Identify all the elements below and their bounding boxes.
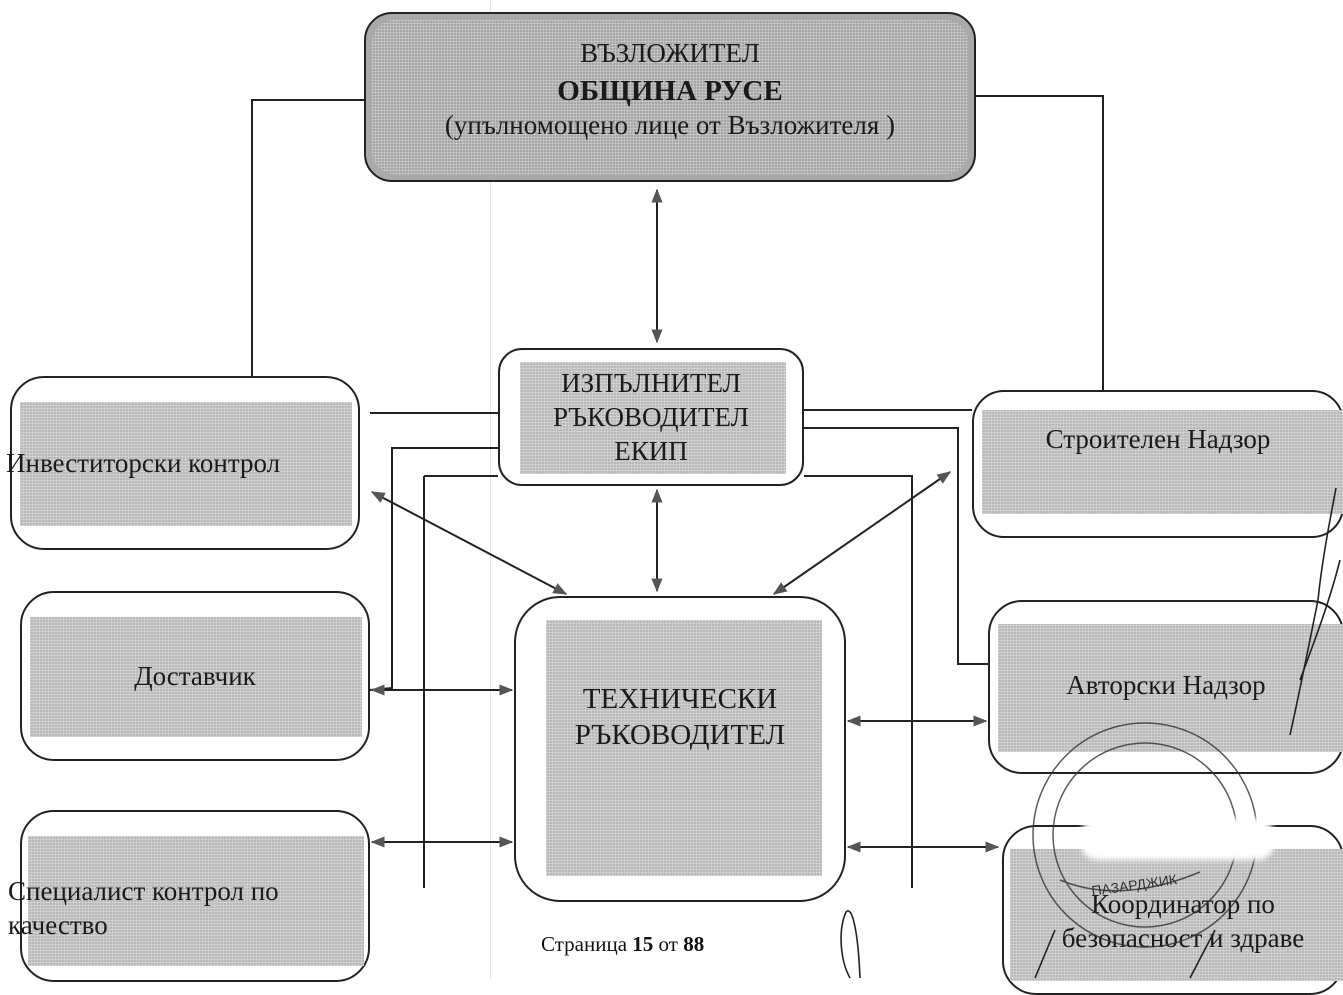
quality-specialist-line1: Специалист контрол по [8,876,279,906]
line-contractor-left-bracket [369,447,498,691]
employer-box: ВЪЗЛОЖИТЕЛ ОБЩИНА РУСЕ (упълномощено лиц… [364,12,976,182]
line-employer-to-investor [251,99,364,376]
footer-prefix: Страница [541,932,628,956]
construction-supervision-label: Строителен Надзор [1045,424,1271,454]
technical-manager-role: РЪКОВОДИТЕЛ [574,719,786,751]
contractor-box: ИЗПЪЛНИТЕЛ РЪКОВОДИТЕЛ ЕКИП [498,348,804,486]
line-right-vertical [804,475,913,888]
employer-title: ВЪЗЛОЖИТЕЛ [580,38,760,68]
construction-supervision-box: Строителен Надзор [972,390,1343,538]
employer-name: ОБЩИНА РУСЕ [557,75,783,107]
page-footer: Страница 15 от 88 [541,932,704,957]
footer-middle: от [658,932,678,956]
contractor-manager: РЪКОВОДИТЕЛ [553,402,749,432]
investor-control-label: Инвеститорски контрол [6,448,281,478]
page-fold-line [490,0,491,979]
contractor-title: ИЗПЪЛНИТЕЛ [561,368,741,398]
supplier-box: Доставчик [20,591,370,761]
footer-total-pages: 88 [683,932,705,956]
investor-control-box: Инвеститорски контрол [6,376,360,550]
arrow-construction-technical [772,471,952,595]
line-contractor-right-bracket [804,427,988,665]
line-employer-to-construction [976,95,1104,390]
author-supervision-label: Авторски Надзор [1066,670,1266,700]
technical-manager-box: ТЕХНИЧЕСКИ РЪКОВОДИТЕЛ [514,596,846,902]
employer-note: (упълномощено лице от Възложителя ) [444,110,896,140]
contractor-team: ЕКИП [614,436,688,466]
supplier-label: Доставчик [134,661,256,691]
footer-page-number: 15 [632,932,654,956]
quality-specialist-box: Специалист контрол по качество [8,810,370,982]
redacted-area [1080,818,1275,860]
technical-manager-title: ТЕХНИЧЕСКИ [582,683,778,715]
quality-specialist-line2: качество [8,910,108,940]
arrow-investor-technical [370,491,568,595]
